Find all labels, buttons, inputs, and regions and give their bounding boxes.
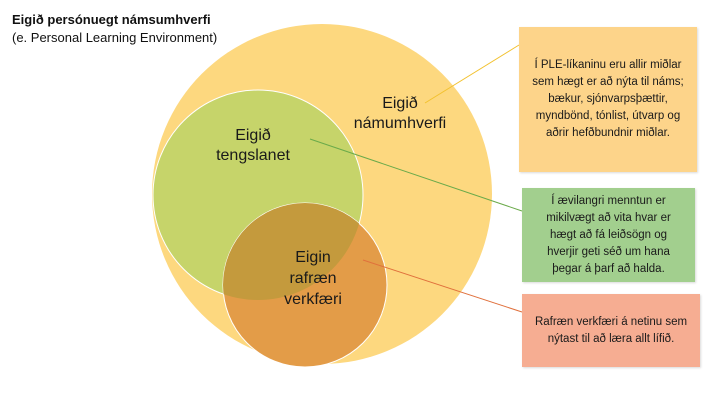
callout-network: Í ævilangri menntun er mikilvægt að vita… (522, 188, 695, 282)
callout-tools: Rafræn verkfæri á netinu sem nýtast til … (522, 294, 700, 367)
label-line: Eigið (382, 95, 418, 112)
label-line: Eigin (295, 249, 331, 266)
overlap-region (223, 203, 363, 300)
label-line: Eigið (235, 127, 271, 144)
connector-environment (424, 44, 520, 104)
callout-text: Í ævilangri menntun er mikilvægt að vita… (546, 194, 671, 275)
tools-circle-label: Eigin rafræn verkfæri (258, 247, 368, 310)
label-line: verkfæri (284, 291, 342, 308)
label-line: námumhverfi (353, 115, 447, 132)
label-line: tengslanet (216, 147, 290, 164)
title-subtitle: (e. Personal Learning Environment) (12, 30, 218, 45)
connector-tools (362, 259, 523, 313)
callout-text: Í PLE-líkaninu eru allir miðlar sem hægt… (532, 59, 684, 139)
network-circle-label: Eigið tengslanet (198, 126, 308, 166)
title-main: Eigið persónuegt námsumhverfi (12, 12, 211, 27)
diagram-title: Eigið persónuegt námsumhverfi (e. Person… (12, 11, 217, 47)
callout-environment: Í PLE-líkaninu eru allir miðlar sem hægt… (519, 27, 697, 172)
callout-text: Rafræn verkfæri á netinu sem nýtast til … (534, 315, 688, 345)
outer-circle-label: Eigið námumhverfi (345, 94, 455, 134)
connector-network (309, 138, 523, 212)
label-line: rafræn (289, 270, 337, 287)
